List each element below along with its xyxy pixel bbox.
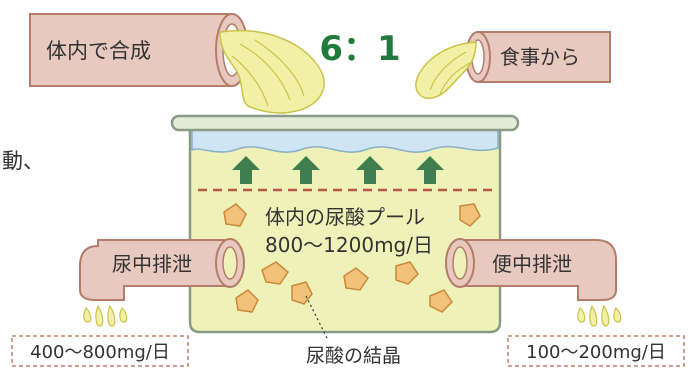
feces-amount-box: 100〜200mg/日 [507,335,685,367]
urate-crystal-icon [429,289,453,313]
urate-crystal-icon [223,203,247,227]
urine-amount-box: 400〜800mg/日 [11,335,189,367]
urate-crystal-icon [261,261,289,285]
up-arrow-icon [292,156,320,184]
synthesis-label: 体内で合成 [46,39,151,63]
diet-pipe: 食事から [465,31,611,83]
synthesis-pipe: 体内で合成 [29,13,249,87]
urate-crystal-icon [459,203,481,227]
feces-drips [577,304,622,327]
urine-drips [83,304,128,327]
drip-icon [601,304,610,327]
feces-excretion-label: 便中排泄 [492,252,572,276]
drip-icon [95,304,104,327]
up-arrow-icon [356,156,384,184]
rising-arrows [232,156,444,184]
drip-icon [83,306,92,323]
feces-amount: 100〜200mg/日 [526,342,666,363]
crystal-label: 尿酸の結晶 [306,345,401,367]
pool-title: 体内の尿酸プール [265,205,425,229]
drip-icon [107,304,116,327]
drip-icon [613,306,622,323]
diet-label: 食事から [500,45,580,69]
urine-pipe: 尿中排泄 [79,238,245,301]
feces-pipe: 便中排泄 [445,238,617,301]
drip-icon [577,306,586,323]
urate-crystal-icon [291,281,313,305]
pool-amount: 800〜1200mg/日 [265,233,433,257]
synthesis-stream [219,29,325,114]
urate-crystal-icon [343,267,369,291]
drip-icon [589,304,598,327]
urate-crystal-icon [235,289,259,313]
urate-crystals [223,203,481,313]
ratio-label: 6：1 [319,29,400,69]
drip-icon [119,306,128,323]
urine-excretion-label: 尿中排泄 [112,252,192,276]
diet-stream [415,41,477,99]
up-arrow-icon [416,156,444,184]
urate-crystal-icon [395,261,419,285]
up-arrow-icon [232,156,260,184]
partial-left-text: 動、 [2,149,44,173]
crystal-pointer [305,295,329,341]
urine-amount: 400〜800mg/日 [30,342,170,363]
